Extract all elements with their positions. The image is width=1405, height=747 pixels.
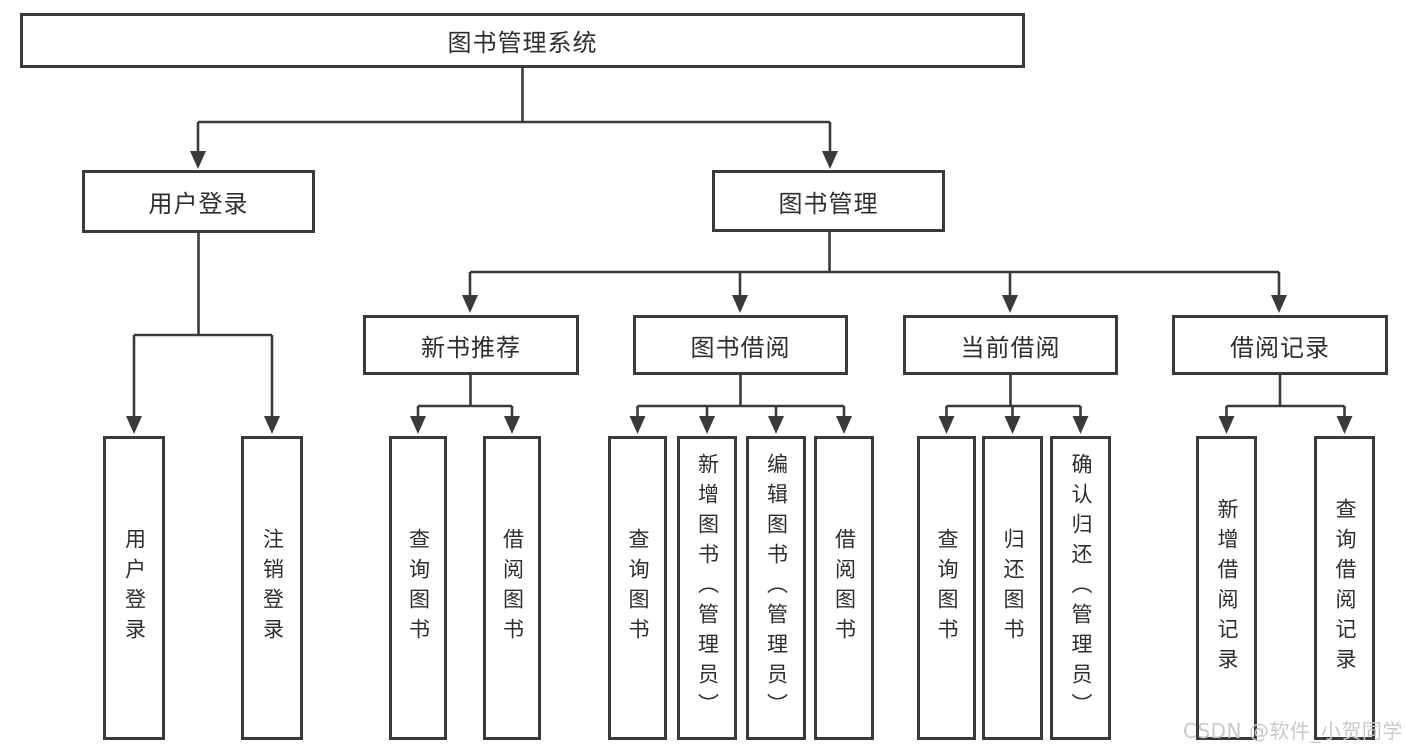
arrow-down-icon <box>1336 416 1353 434</box>
node-library-system: 图书管理系统 <box>20 13 1025 68</box>
arrow-down-icon <box>768 416 784 434</box>
leaf-search-borrow-record: 查询借阅记录 <box>1314 436 1375 740</box>
leaf-add-book-admin: 新增图书（管理员） <box>677 436 737 740</box>
leaf-logout: 注销登录 <box>241 436 303 740</box>
leaf-search-books-recommend: 查询图书 <box>389 436 447 740</box>
arrow-down-icon <box>1218 416 1235 434</box>
arrow-down-icon <box>629 416 646 434</box>
node-label: 查询图书 <box>406 528 431 648</box>
arrow-down-icon <box>264 416 280 434</box>
node-label: 归还图书 <box>1001 528 1025 648</box>
connector-current-borrowing-to-leaves <box>938 375 1089 434</box>
arrow-down-icon <box>462 295 478 313</box>
node-current-borrowing: 当前借阅 <box>903 315 1118 375</box>
arrow-down-icon <box>822 151 838 169</box>
node-user-login: 用户登录 <box>82 170 315 233</box>
csdn-watermark: CSDN @软件_小贺同学 <box>1183 719 1403 743</box>
node-label: 新增图书（管理员） <box>695 453 720 723</box>
arrow-down-icon <box>1271 295 1287 313</box>
arrow-down-icon <box>126 416 142 434</box>
arrow-down-icon <box>1002 295 1018 313</box>
arrow-down-icon <box>1072 416 1089 434</box>
node-label: 用户登录 <box>122 528 147 648</box>
connector-book-mgmt-to-level3 <box>462 232 1287 313</box>
leaf-borrow-books-recommend: 借阅图书 <box>483 436 541 740</box>
leaf-edit-book-admin: 编辑图书（管理员） <box>746 436 806 740</box>
arrow-down-icon <box>504 416 520 434</box>
node-book-borrowing: 图书借阅 <box>633 315 848 375</box>
node-label: 借阅图书 <box>500 528 525 648</box>
connector-root-to-level2 <box>190 68 838 169</box>
leaf-search-books-borrowing: 查询图书 <box>608 436 667 740</box>
leaf-search-books-current: 查询图书 <box>917 436 976 740</box>
node-label: 确认归还（管理员） <box>1069 453 1093 723</box>
leaf-add-borrow-record: 新增借阅记录 <box>1196 436 1257 740</box>
arrow-down-icon <box>732 295 748 313</box>
connector-new-book-to-leaves <box>410 375 520 434</box>
node-label: 查询图书 <box>626 528 650 648</box>
connector-book-borrowing-to-leaves <box>629 375 852 434</box>
arrow-down-icon <box>410 416 426 434</box>
node-label: 注销登录 <box>260 528 285 648</box>
arrow-down-icon <box>1004 416 1021 434</box>
arrow-down-icon <box>836 416 852 434</box>
node-label: 新增借阅记录 <box>1215 498 1239 678</box>
node-label: 编辑图书（管理员） <box>764 453 789 723</box>
arrow-down-icon <box>699 416 715 434</box>
arrow-down-icon <box>938 416 955 434</box>
node-borrowing-records: 借阅记录 <box>1172 315 1388 375</box>
leaf-user-login: 用户登录 <box>103 436 165 740</box>
leaf-confirm-return-admin: 确认归还（管理员） <box>1050 436 1111 740</box>
node-label: 查询借阅记录 <box>1333 498 1357 678</box>
node-new-book-recommendation: 新书推荐 <box>363 315 579 375</box>
node-label: 借阅图书 <box>832 528 857 648</box>
node-label: 查询图书 <box>935 528 959 648</box>
node-book-management: 图书管理 <box>712 170 945 232</box>
leaf-return-book: 归还图书 <box>982 436 1043 740</box>
connector-user-login-to-leaves <box>126 233 280 434</box>
leaf-borrow-books: 借阅图书 <box>814 436 874 740</box>
connector-borrowing-records-to-leaves <box>1218 375 1353 434</box>
arrow-down-icon <box>190 151 206 169</box>
